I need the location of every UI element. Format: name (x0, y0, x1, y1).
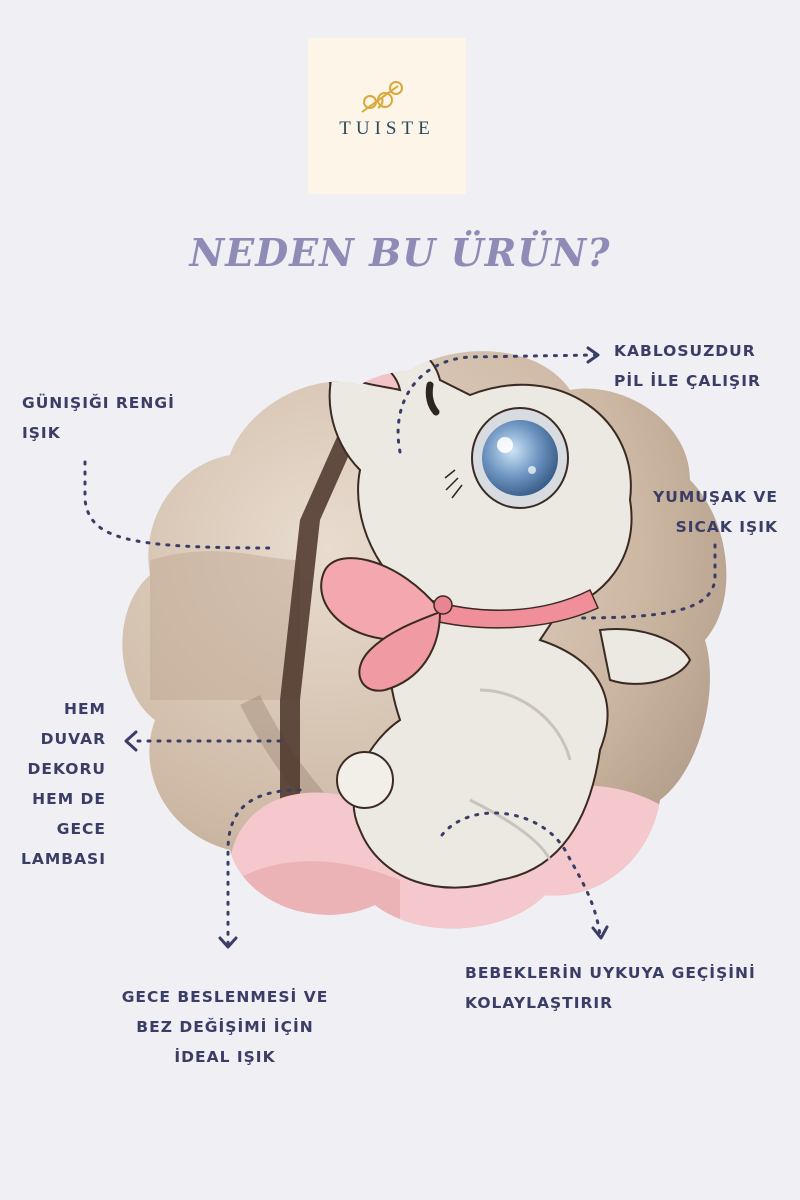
feature-soft-warm: YUMUŞAK VE SICAK IŞIK (653, 488, 778, 536)
arrow-down-icon (218, 936, 238, 949)
feature-daylight: GÜNIŞIĞI RENGİ IŞIK (22, 394, 175, 442)
cotton-flower-logo-icon (361, 81, 403, 113)
page-headline: NEDEN BU ÜRÜN? (189, 230, 611, 275)
feature-sleep-transition: BEBEKLERİN UYKUYA GEÇİŞİNİ KOLAYLAŞTIRIR (465, 964, 756, 1012)
brand-name: TUISTE (339, 118, 435, 139)
arrow-right-icon (586, 346, 600, 364)
arrow-left-icon (124, 730, 138, 752)
brand-logo: TUISTE (308, 38, 466, 194)
feature-wireless: KABLOSUZDUR PİL İLE ÇALIŞIR (614, 342, 761, 390)
feature-decor: HEM DUVAR DEKORU HEM DE GECE LAMBASI (20, 700, 106, 868)
arrow-down-icon (591, 925, 609, 940)
feature-night-feeding: GECE BESLENMESİ VE BEZ DEĞİŞİMİ İÇİN İDE… (121, 988, 329, 1066)
